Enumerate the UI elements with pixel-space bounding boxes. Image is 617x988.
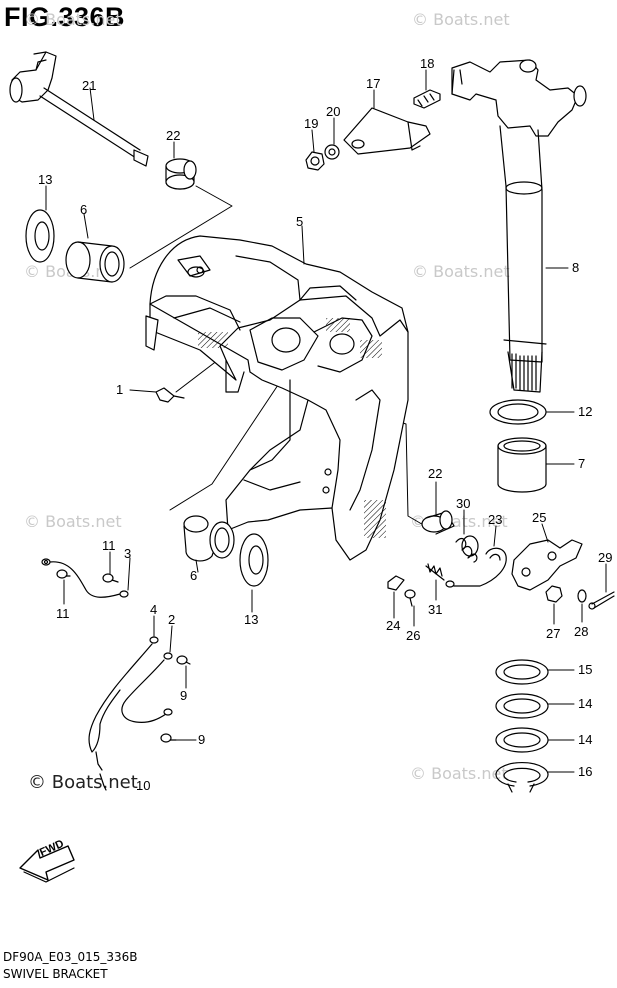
part-1-grease-fitting [155, 387, 185, 403]
part-27-nut [545, 585, 563, 603]
fwd-arrow [19, 845, 75, 883]
part-9-bolt [160, 655, 191, 743]
callout-31: 31 [428, 602, 443, 617]
callout-8: 8 [572, 260, 580, 275]
callout-14: 14 [578, 696, 593, 711]
part-26-screw [404, 589, 416, 607]
callout-29: 29 [598, 550, 613, 565]
callout-21: 21 [82, 78, 97, 93]
part-29-cotter-pin [588, 591, 615, 610]
part-24-clip [387, 575, 405, 591]
part-18-bolt [413, 89, 441, 109]
callout-17: 17 [366, 76, 381, 91]
part-22-bushing-lower [421, 510, 455, 535]
part-12-washer [489, 399, 547, 425]
callout-5: 5 [296, 214, 304, 229]
callout-9: 9 [180, 688, 188, 703]
part-30-spring [455, 535, 479, 563]
callout-12: 12 [578, 404, 593, 419]
callout-2: 2 [168, 612, 176, 627]
part-3-ground-lead [41, 558, 129, 598]
callout-7: 7 [578, 456, 586, 471]
watermark: © Boats.net [24, 10, 122, 29]
part-13-washer-lower [239, 533, 269, 587]
part-22-bushing [165, 158, 197, 190]
part-14-washer-second [495, 727, 549, 753]
watermark: © Boats.net [412, 262, 510, 281]
part-21-tilt-pin [9, 51, 149, 167]
part-10-clip [99, 773, 107, 791]
callout-3: 3 [124, 546, 132, 561]
watermark: © Boats.net [24, 512, 122, 531]
part-23-lock-rod [445, 547, 507, 588]
callout-22: 22 [166, 128, 181, 143]
figure-code: DF90A_E03_015_336B [3, 950, 138, 964]
callout-20: 20 [326, 104, 341, 119]
callout-22: 22 [428, 466, 443, 481]
part-14-washer [495, 693, 549, 719]
watermark: © Boats.net [412, 10, 510, 29]
part-13-washer [25, 209, 55, 263]
part-20-washer [324, 144, 340, 160]
callout-6: 6 [190, 568, 198, 583]
callout-18: 18 [420, 56, 435, 71]
part-16-circlip [495, 762, 549, 793]
part-15-washer [495, 659, 549, 685]
watermark-foreground: © Boats.net [28, 772, 138, 793]
part-25-tilt-lock-lever [511, 539, 583, 591]
callout-25: 25 [532, 510, 547, 525]
part-5-swivel-bracket [145, 235, 409, 561]
callout-14: 14 [578, 732, 593, 747]
callout-1: 1 [116, 382, 124, 397]
callout-19: 19 [304, 116, 319, 131]
callout-24: 24 [386, 618, 401, 633]
callout-11: 11 [102, 538, 116, 553]
part-6-bushing-lower [183, 515, 235, 562]
callout-27: 27 [546, 626, 561, 641]
part-6-bushing [65, 241, 125, 283]
part-28-washer [577, 589, 587, 603]
callout-26: 26 [406, 628, 421, 643]
part-11-bolt [56, 569, 119, 583]
callout-13: 13 [38, 172, 53, 187]
part-31-spring [425, 563, 445, 581]
callout-23: 23 [488, 512, 503, 527]
callout-28: 28 [574, 624, 589, 639]
part-19-nut [305, 151, 325, 171]
callout-10: 10 [136, 778, 151, 793]
part-4-part-2-ground-leads [88, 636, 173, 771]
callout-13: 13 [244, 612, 259, 627]
figure-title: FIG.336B [4, 2, 126, 32]
watermark: © Boats.net [410, 764, 508, 783]
part-17-bracket [343, 107, 431, 155]
figure-name: SWIVEL BRACKET [3, 967, 108, 981]
part-7-bushing [497, 437, 547, 493]
callout-16: 16 [578, 764, 593, 779]
callout-6: 6 [80, 202, 88, 217]
callout-4: 4 [150, 602, 158, 617]
callout-30: 30 [456, 496, 471, 511]
callout-9: 9 [198, 732, 206, 747]
callout-15: 15 [578, 662, 593, 677]
part-8-steering-shaft [451, 59, 587, 393]
callout-11: 11 [56, 606, 70, 621]
